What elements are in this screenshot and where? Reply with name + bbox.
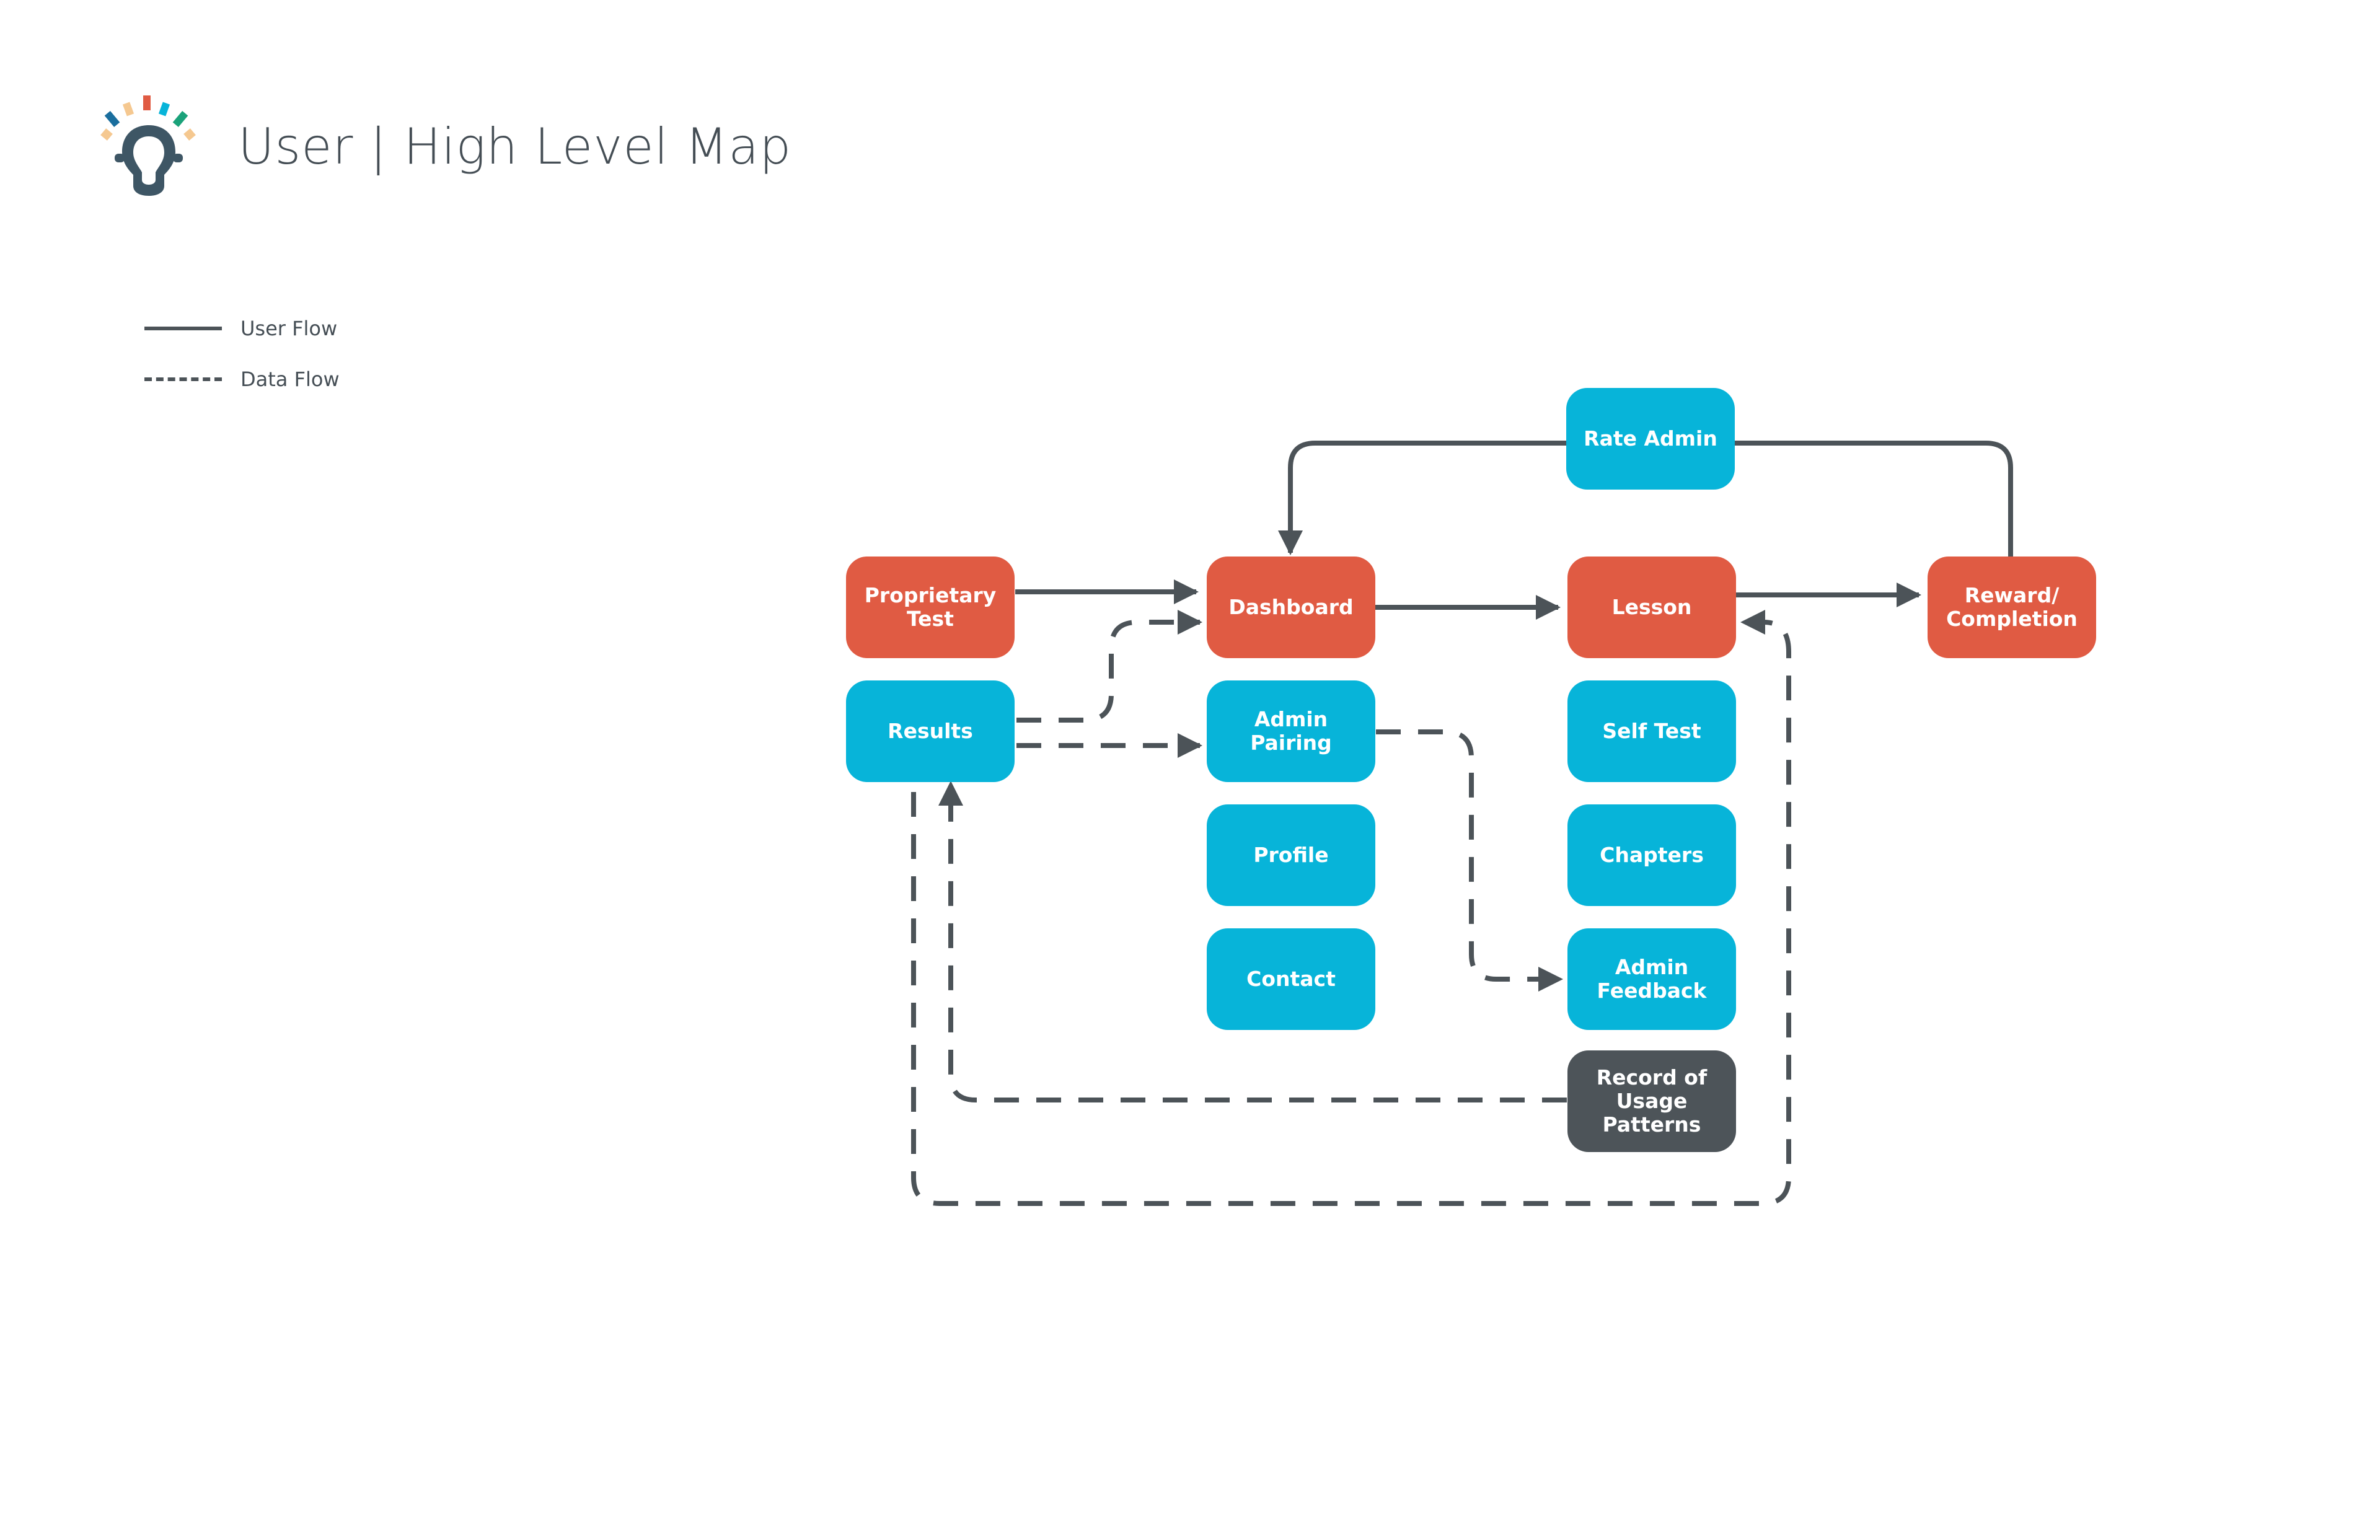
node-admin-feedback[interactable]: Admin Feedback <box>1567 928 1736 1030</box>
node-chapters[interactable]: Chapters <box>1567 804 1736 906</box>
edge-admin-pairing-to-admin-feedback <box>1376 729 1563 992</box>
node-results[interactable]: Results <box>846 680 1015 782</box>
node-lesson[interactable]: Lesson <box>1567 557 1736 658</box>
edge-record-usage-to-results <box>938 781 1567 1102</box>
solid-line-icon <box>144 327 222 330</box>
legend-label-user-flow: User Flow <box>240 317 338 340</box>
node-profile[interactable]: Profile <box>1207 804 1375 906</box>
node-proprietary-test[interactable]: Proprietary Test <box>846 557 1015 658</box>
node-rate-admin[interactable]: Rate Admin <box>1566 388 1735 490</box>
lightbulb-logo-icon <box>100 95 196 196</box>
legend-label-data-flow: Data Flow <box>240 367 340 391</box>
legend-user-flow: User Flow <box>144 310 337 347</box>
node-record-of-usage-patterns[interactable]: Record of Usage Patterns <box>1567 1050 1736 1152</box>
dashed-line-icon <box>144 377 222 381</box>
node-reward-completion[interactable]: Reward/ Completion <box>1928 557 2096 658</box>
page-title: User | High Level Map <box>238 118 792 175</box>
node-admin-pairing[interactable]: Admin Pairing <box>1207 680 1375 782</box>
legend-data-flow: Data Flow <box>144 361 340 398</box>
edge-results-to-lesson <box>911 610 1791 1206</box>
node-dashboard[interactable]: Dashboard <box>1207 557 1375 658</box>
node-self-test[interactable]: Self Test <box>1567 680 1736 782</box>
edge-results-to-dashboard <box>1016 610 1202 723</box>
node-contact[interactable]: Contact <box>1207 928 1375 1030</box>
